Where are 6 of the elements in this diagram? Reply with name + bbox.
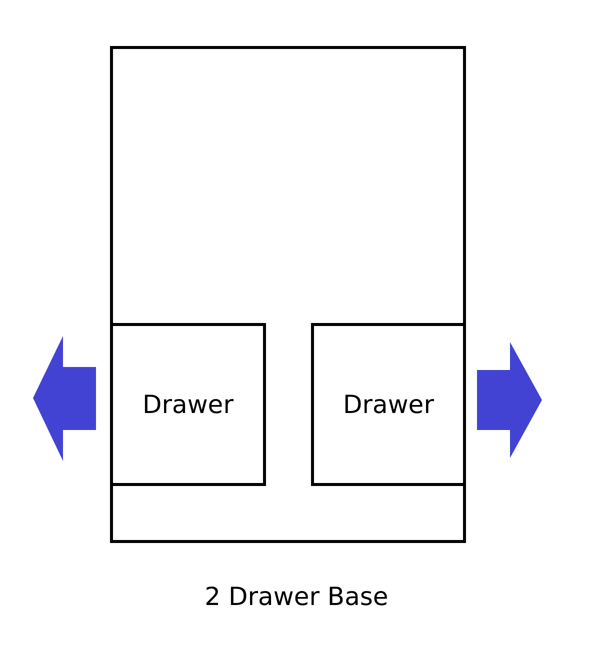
drawer-box — [311, 323, 466, 486]
drawer-label: Drawer — [142, 390, 234, 419]
cabinet-outline — [110, 46, 466, 543]
drawer-box — [110, 323, 266, 486]
drawer-label: Drawer — [343, 390, 434, 419]
caption: 2 Drawer Base — [204, 582, 390, 611]
